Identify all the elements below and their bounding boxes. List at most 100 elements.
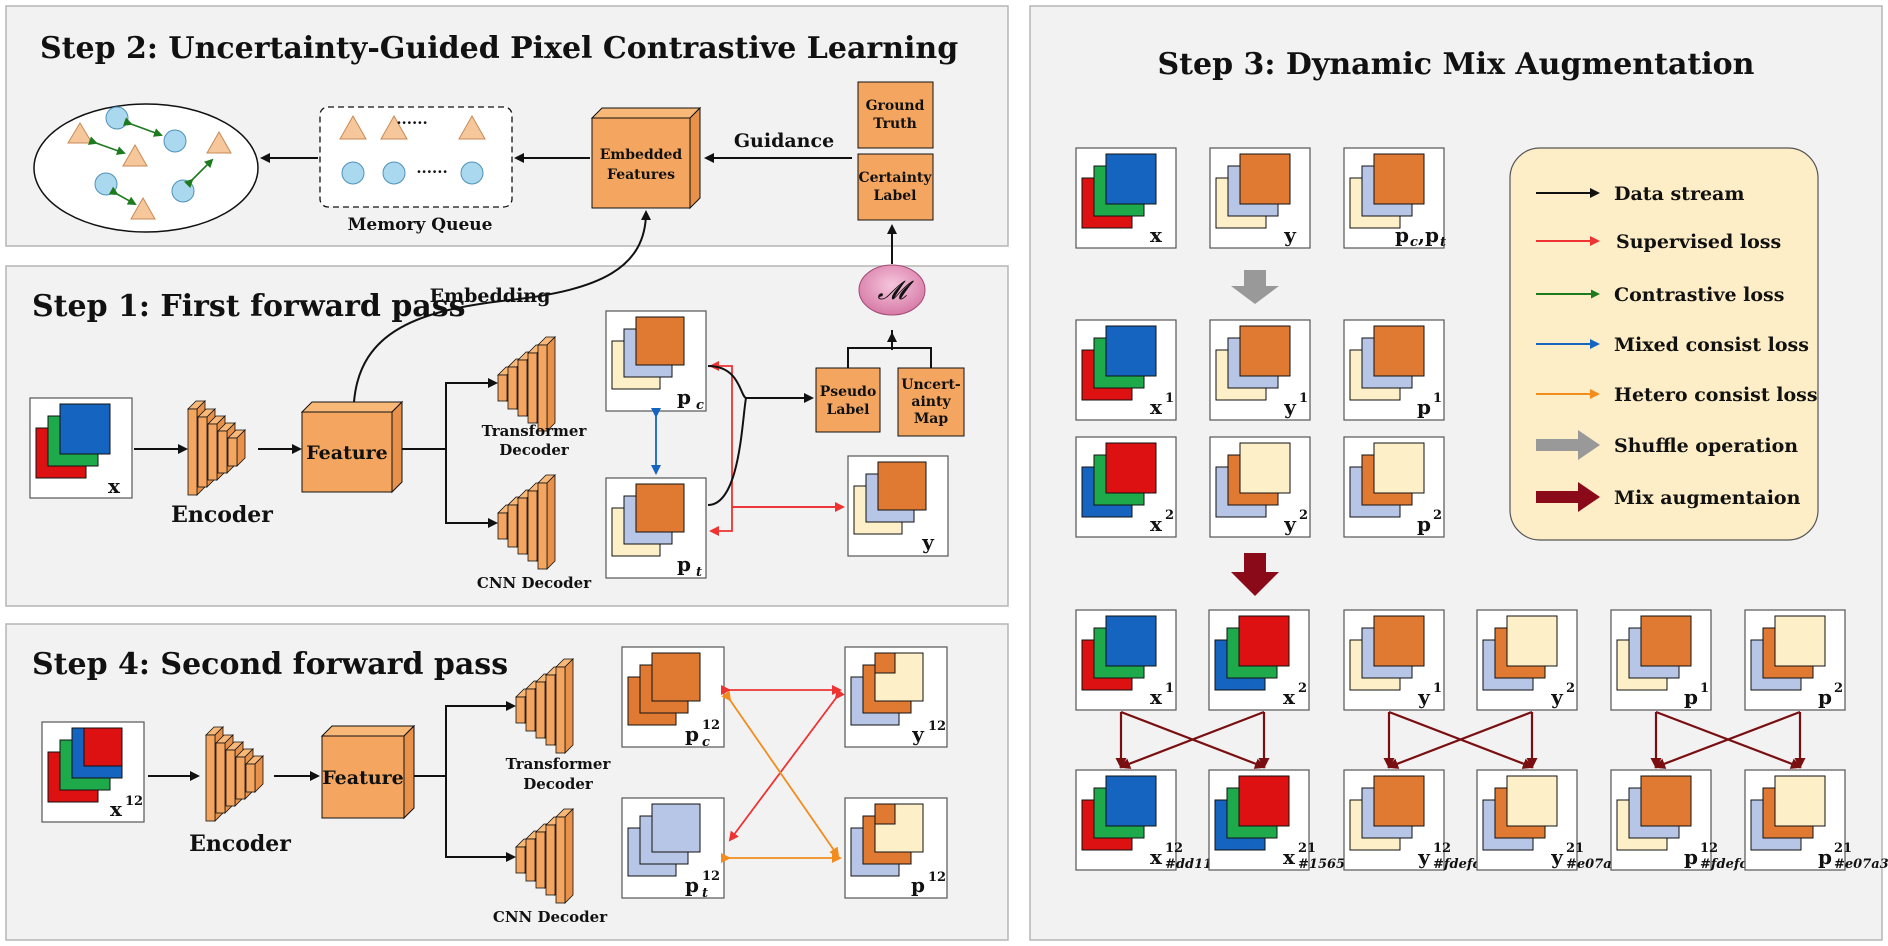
queue-dots-bottom: ······ [416,163,447,181]
legend-mix-icon [1536,482,1600,512]
step4-cnn-decoder [515,808,574,904]
feature-to-cnn-arrow [445,449,498,528]
thumb-sub-t: t [1440,235,1446,250]
thumb-sup: 1 [1165,681,1174,696]
step4-pt12-sup: 12 [702,869,720,884]
memory-queue-items [339,114,486,185]
step4-feature-label: Feature [322,767,404,789]
legend-mix-label: Mix augmentaion [1614,487,1801,509]
feature2-to-cnn-arrow [445,776,516,862]
cnn-decoder-layer [555,808,574,904]
pseudo-label-line1: Pseudo [820,384,877,400]
thumb-sup: 12 [1165,841,1183,856]
circle-point [105,106,129,130]
thumb-sup: 1 [1433,391,1442,406]
thumb-label-pt: p [1425,223,1439,247]
thumb-label: x [1283,685,1296,709]
thumb-label: y [1283,223,1297,247]
step1-y-image: y [847,455,949,557]
thumb-label: x [1150,395,1163,419]
step4-title: Step 4: Second forward pass [32,647,508,682]
thumb-sup: 2 [1298,681,1307,696]
ground-truth-line1: Ground [866,98,925,114]
mix-lines [1115,710,1806,769]
embedded-features-line2: Features [607,167,675,183]
triangle-point [122,143,148,167]
thumb-sup: 1 [1165,391,1174,406]
step1-transformer-label-1: Transformer [482,422,588,440]
thumb-label: p [1818,685,1832,709]
transformer-decoder-layer [537,336,556,432]
legend-data-stream-label: Data stream [1614,183,1744,205]
certainty-label-line2: Label [874,188,917,204]
feature2-to-transformer-arrow [414,701,516,777]
ground-truth-box [857,81,934,149]
shuffle-arrow [1231,270,1279,304]
step1-pc-image: p c [605,310,707,413]
step1-transformer-label-2: Decoder [499,441,570,459]
step1-pt-sub: t [696,565,702,580]
thumb-sub: #fdefc8 [1433,857,1489,872]
step4-pc12-image: p c 12 [621,646,725,750]
thumb-sub: #e07a32 [1834,857,1888,872]
encoder-layer [227,429,246,467]
step1-x-label: x [108,474,121,498]
embedding-label: Embedding [430,285,551,307]
thumb-label-pc-pt: p [1395,223,1409,247]
thumb-sub: #fdefc8 [1700,857,1756,872]
step1-feature-label: Feature [306,442,388,464]
step4-pc12-sup: 12 [702,718,720,733]
thumb-label: y [1550,845,1564,869]
embedded-features-line1: Embedded [600,147,683,163]
step1-pc-sub: c [696,398,704,413]
circle-point [94,172,118,196]
uncertainty-to-merge-line [892,347,932,368]
step1-feature-box: Feature [300,400,404,494]
step4-pt12-label: p [685,873,699,897]
thumb-sup: 2 [1834,681,1843,696]
step1-pc-label: p [677,385,691,409]
thumb-label: y [1417,685,1431,709]
step4-feature-box: Feature [320,724,416,820]
step1-pt-image: p t [605,477,707,580]
uncertainty-map-line1: Uncert- [901,377,961,393]
supervised-arrow-pt [709,507,733,536]
mix-line [1119,710,1265,769]
triangle-point [130,196,156,220]
thumb-sup: 2 [1433,508,1442,523]
contrastive-arrow [108,186,137,205]
step4-pc12-sub: c [702,735,710,750]
mix-line [1387,710,1533,769]
circle-point [341,161,365,185]
thumb-sup: 2 [1165,508,1174,523]
pt-to-pseudo-arrow [707,397,747,506]
mix-arrow [1231,553,1279,596]
legend-shuffle-label: Shuffle operation [1614,435,1798,457]
cnn-decoder-layer [537,474,556,570]
step4-pc12-label: p [685,722,699,746]
uncertainty-map-line2: ainty [911,394,951,410]
thumb-sub-c: c [1410,235,1418,250]
contrastive-arrow [122,117,163,137]
encoder-layer [245,755,264,793]
triangle-point [380,114,408,140]
pc-to-pseudo-arrow [707,365,814,403]
step1-panel [5,265,1009,607]
step4-pt12-sub: t [702,886,708,901]
feature-to-transformer-arrow [402,378,498,450]
thumb-label: p [1684,685,1698,709]
thumb-label: y [1550,685,1564,709]
thumb-sup: 12 [1433,841,1451,856]
